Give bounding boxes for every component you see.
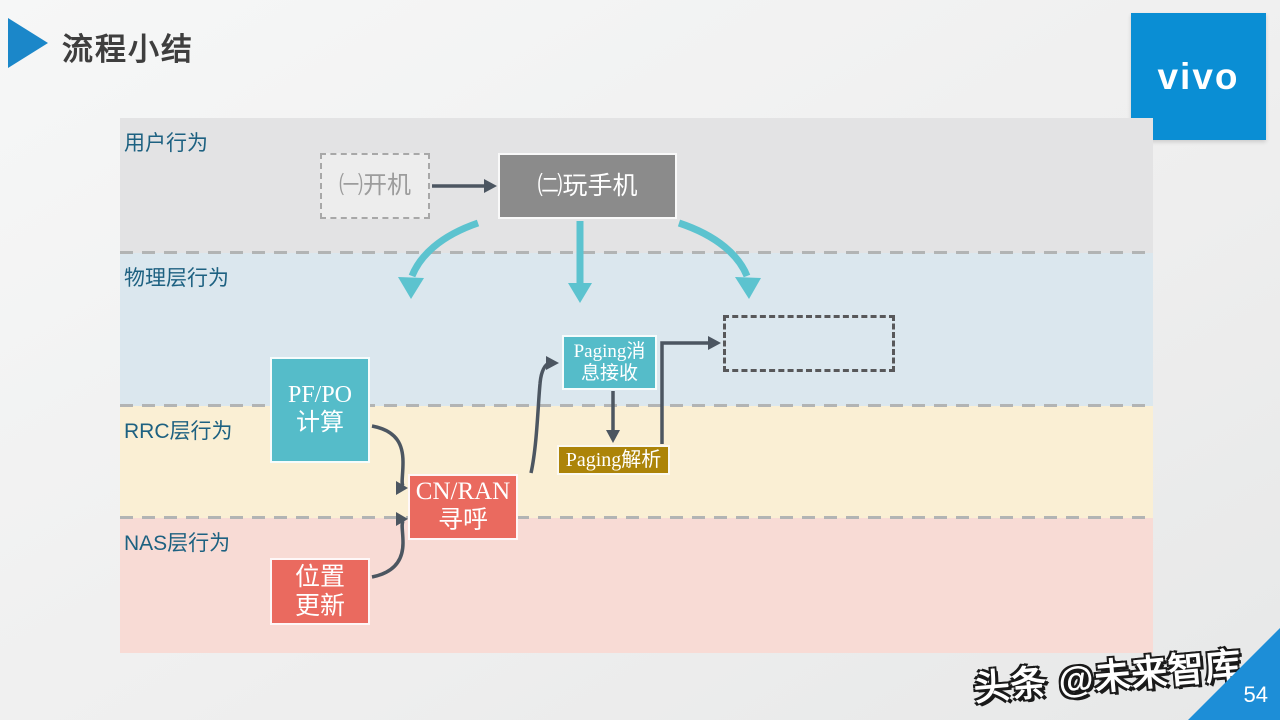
node-paging-parse: Paging解析	[557, 445, 670, 475]
node-power-on-label: ㈠开机	[339, 172, 411, 200]
vivo-logo-text: vivo	[1157, 55, 1240, 97]
page-title: 流程小结	[62, 32, 194, 67]
node-cn-ran-line1: CN/RAN	[415, 478, 511, 506]
band-label-user: 用户行为	[124, 132, 208, 155]
node-cn-ran-paging: CN/RAN 寻呼	[408, 474, 518, 540]
band-label-nas: NAS层行为	[124, 532, 231, 555]
node-paging-parse-label: Paging解析	[565, 448, 662, 471]
band-separator	[120, 251, 1153, 254]
node-play-phone: ㈡玩手机	[498, 153, 677, 219]
band-label-rrc: RRC层行为	[124, 420, 233, 443]
node-paging-receive-line2: 息接收	[580, 362, 638, 384]
node-location-update: 位置 更新	[270, 558, 370, 625]
node-location-update-line1: 位置	[294, 562, 345, 591]
node-empty-placeholder	[723, 315, 895, 372]
band-separator	[120, 516, 1153, 519]
node-cn-ran-line2: 寻呼	[437, 507, 488, 534]
node-power-on: ㈠开机	[320, 153, 430, 219]
band-separator	[120, 404, 1153, 407]
page-number: 54	[1243, 682, 1268, 707]
vivo-logo: vivo	[1131, 13, 1266, 140]
node-pf-po-calc: PF/PO 计算	[270, 357, 370, 463]
node-location-update-line2: 更新	[294, 591, 345, 620]
title-accent-triangle-icon	[8, 18, 48, 68]
node-pf-po-line1: PF/PO	[287, 382, 353, 409]
band-label-physical: 物理层行为	[124, 267, 229, 290]
node-play-phone-label: ㈡玩手机	[537, 171, 638, 200]
node-paging-receive-line1: Paging消	[573, 340, 646, 362]
node-pf-po-line2: 计算	[296, 410, 344, 436]
node-paging-receive: Paging消 息接收	[562, 335, 657, 390]
